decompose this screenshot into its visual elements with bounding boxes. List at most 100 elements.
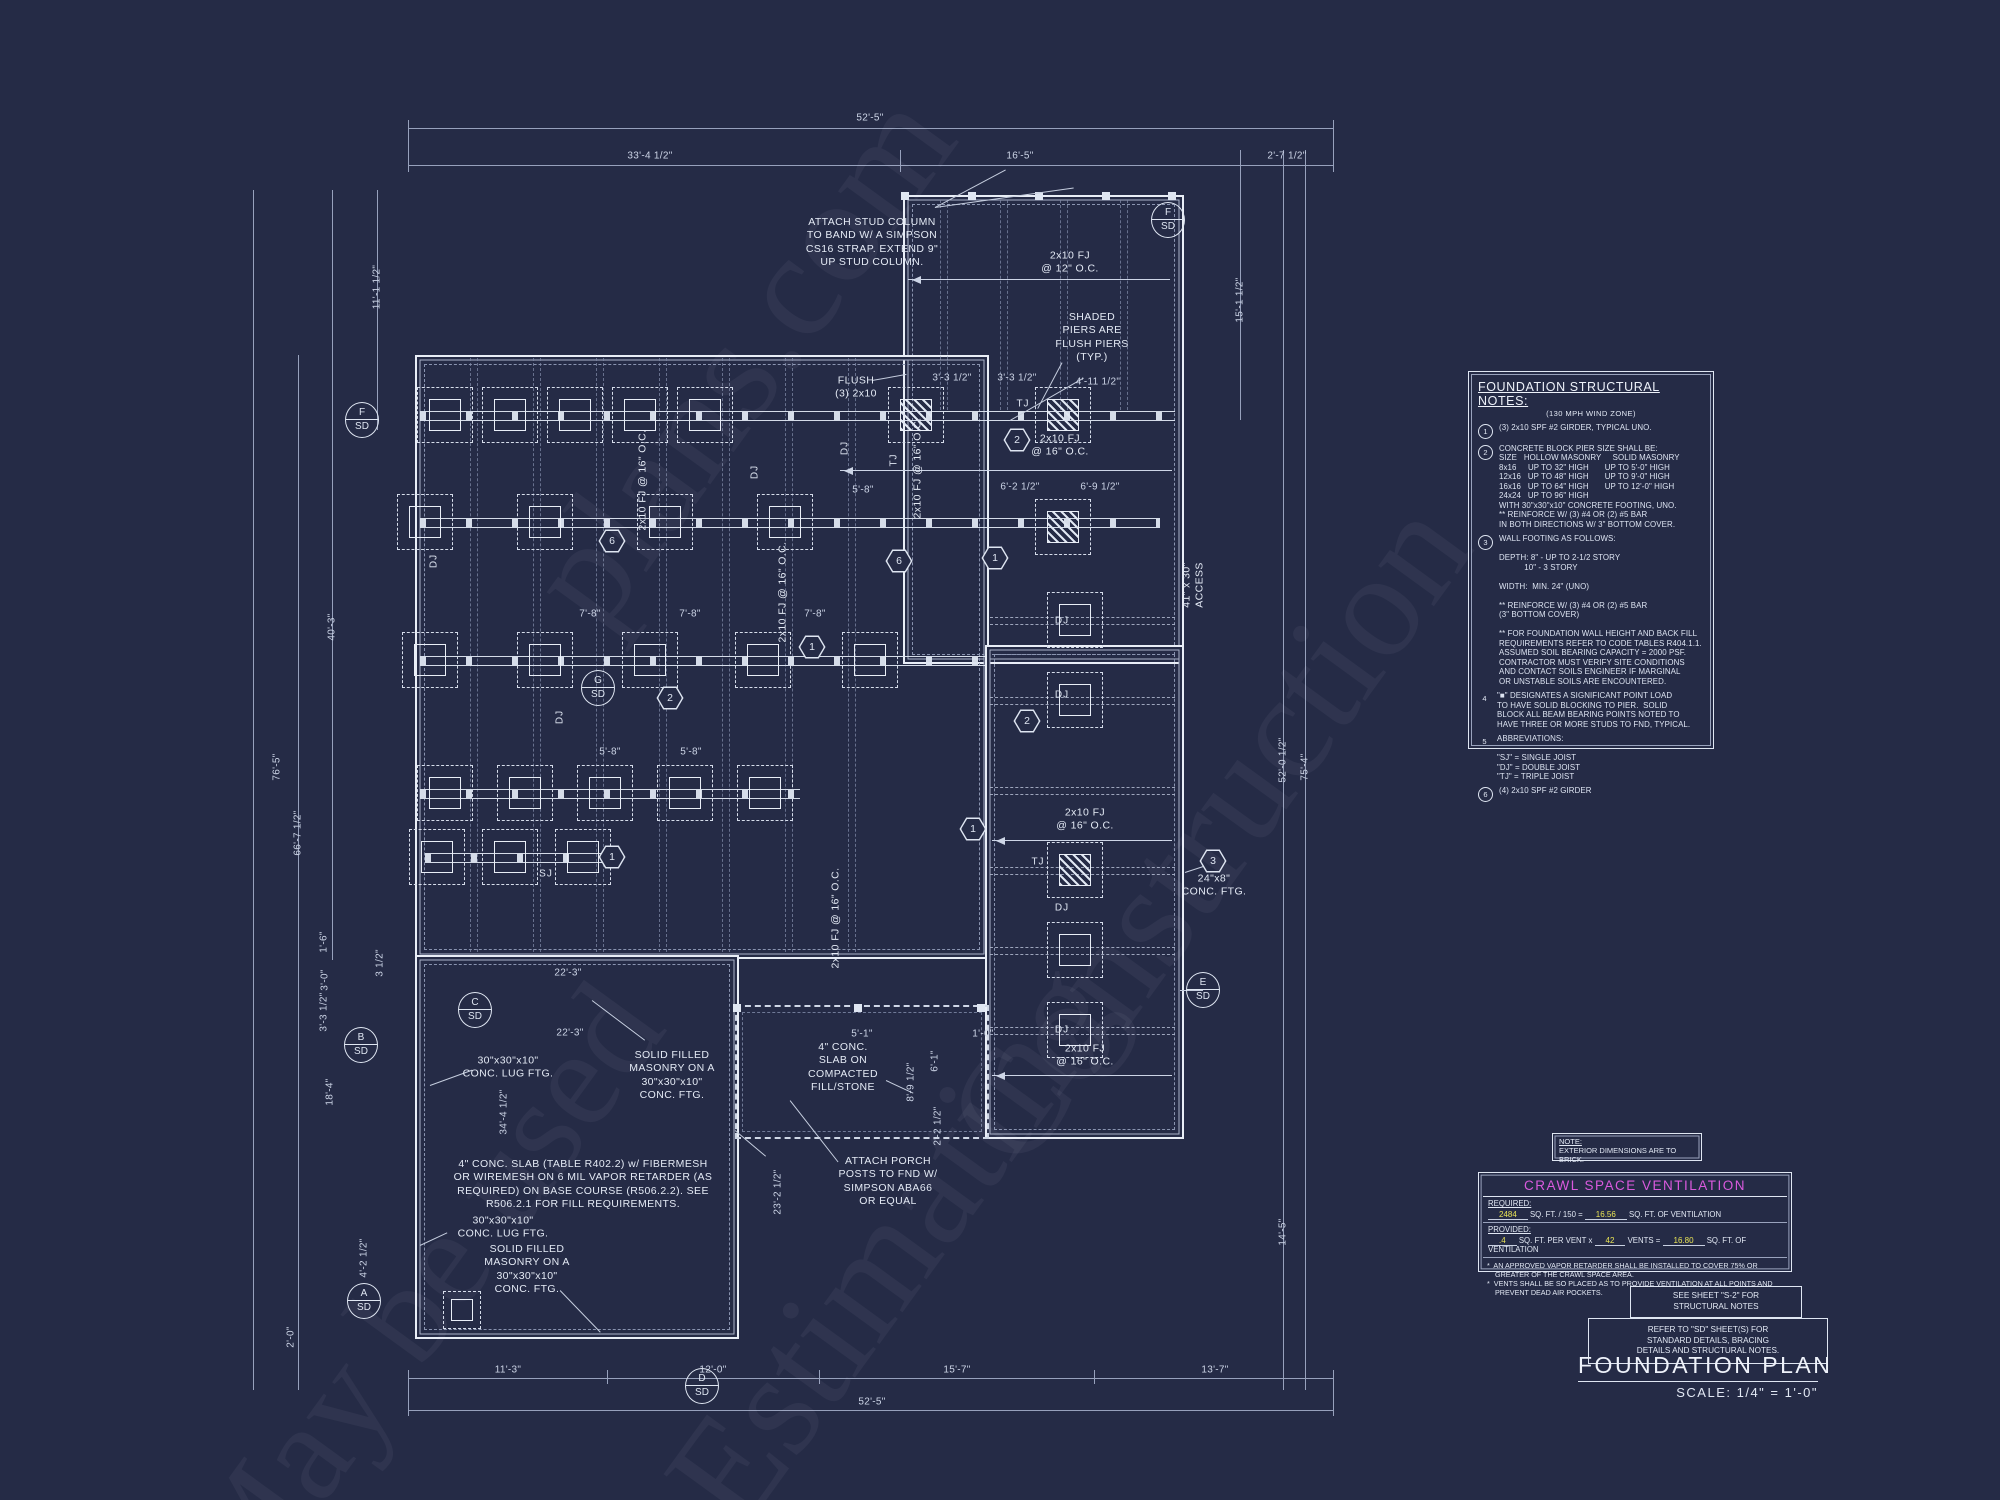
note-number: 1 — [1478, 424, 1493, 439]
dimension-line — [408, 1370, 409, 1416]
pier-core — [749, 777, 781, 809]
point-load-square — [1102, 192, 1110, 200]
joist-arrow — [840, 465, 1172, 476]
porch-post-square — [977, 1004, 985, 1012]
dimension-line — [1283, 150, 1284, 1390]
pier-core — [1059, 934, 1091, 966]
note-item: 3 WALL FOOTING AS FOLLOWS: DEPTH: 8" - U… — [1478, 534, 1704, 686]
pier — [409, 829, 465, 885]
dimension-line — [298, 355, 299, 1390]
note-item: 4 "■" DESIGNATES A SIGNIFICANT POINT LOA… — [1478, 691, 1704, 729]
pier — [497, 765, 553, 821]
pier — [1035, 387, 1091, 443]
note-number: 2 — [1478, 445, 1493, 460]
pier — [517, 632, 573, 688]
pier — [1047, 592, 1103, 648]
joist-strip — [1000, 200, 1008, 410]
dimension-label: 2'-0" — [285, 1326, 297, 1348]
joist-tag: DJ — [1054, 902, 1070, 914]
joist-tag: DJ — [839, 440, 851, 456]
annotation: SOLID FILLED MASONRY ON A 30"x30"x10" CO… — [629, 1049, 715, 1102]
pier-core — [529, 506, 561, 538]
keynote-number: 1 — [609, 851, 615, 863]
refer-sd-box: REFER TO "SD" SHEET(S) FOR STANDARD DETA… — [1588, 1318, 1828, 1364]
marker-sheet: SD — [354, 1046, 368, 1057]
dimension-label: 14'-5" — [1277, 1218, 1289, 1246]
dimension-label: 8'-9 1/2" — [905, 1062, 917, 1102]
double-joist-line — [990, 697, 1175, 705]
pier-core — [567, 841, 599, 873]
dimension-line — [1333, 120, 1334, 172]
annotation: 41" x 30" ACCESS — [1180, 562, 1206, 608]
dimension-label: 7'-8" — [579, 608, 601, 620]
provided-tail: SQ. FT. OF VENTILATION — [1488, 1236, 1747, 1254]
pier — [757, 494, 813, 550]
required-area-value: 2484 — [1488, 1210, 1528, 1220]
note-number: 5 — [1482, 737, 1487, 747]
dimension-label: 52'-5" — [856, 112, 884, 124]
pier — [397, 494, 453, 550]
porch-post-square — [733, 1004, 741, 1012]
joist-tag: TJ — [1031, 856, 1045, 868]
point-load-square — [1168, 192, 1176, 200]
pier — [417, 387, 473, 443]
marker-letter: B — [357, 1031, 365, 1043]
pier — [402, 632, 458, 688]
keynote-hex: 2 — [1003, 428, 1031, 452]
dimension-line — [1333, 1370, 1334, 1416]
dimension-label: 2'-2 1/2" — [932, 1106, 944, 1146]
pier — [888, 387, 944, 443]
provided-total: 16.80 — [1662, 1236, 1705, 1246]
pier — [1047, 1002, 1103, 1058]
pier-core — [649, 506, 681, 538]
pier — [612, 387, 668, 443]
provided-formula: SQ. FT. PER VENT x — [1518, 1236, 1593, 1245]
joist-arrow — [992, 1070, 1172, 1081]
dimension-label: 5'-1" — [851, 1028, 873, 1040]
pier-core — [589, 777, 621, 809]
dimension-line — [819, 1370, 820, 1384]
keynote-hex: 6 — [885, 549, 913, 573]
ventilation-title: CRAWL SPACE VENTILATION — [1483, 1176, 1787, 1197]
joist-tag: DJ — [749, 464, 761, 480]
ventilation-table: CRAWL SPACE VENTILATION REQUIRED: 2484 S… — [1478, 1172, 1792, 1297]
annotation: 2x10 FJ @ 16" O.C. — [911, 417, 924, 519]
dimension-label: 15'-1 1/2" — [1234, 277, 1246, 323]
dimension-label: 12'-0" — [699, 1364, 727, 1376]
pier-core — [1059, 854, 1091, 886]
keynote-number: 2 — [1024, 715, 1030, 727]
dimension-line — [408, 120, 409, 172]
dimension-label: 2'-7 1/2" — [1267, 150, 1307, 162]
ventilation-bullets: * AN APPROVED VAPOR RETARDER SHALL BE IN… — [1487, 1261, 1773, 1297]
pier-core — [559, 399, 591, 431]
joist-strip — [1120, 200, 1128, 410]
marker-sheet: SD — [695, 1387, 709, 1398]
notes-subtitle: (130 MPH WIND ZONE) — [1546, 409, 1636, 418]
pier-core — [509, 777, 541, 809]
note-text: (3) 2x10 SPF #2 GIRDER, TYPICAL UNO. — [1499, 423, 1652, 432]
pier — [547, 387, 603, 443]
dimension-label: 75'-4" — [1299, 753, 1311, 781]
dimension-line — [1094, 1370, 1095, 1384]
dimension-line — [253, 190, 254, 1390]
dimension-label: 6'-2 1/2" — [1000, 481, 1040, 493]
keynote-hex: 1 — [598, 845, 626, 869]
dimension-label: 5'-8" — [599, 746, 621, 758]
annotation: 2x10 FJ @ 16" O.C. — [829, 867, 842, 969]
note-text: WALL FOOTING AS FOLLOWS: DEPTH: 8" - UP … — [1499, 534, 1702, 686]
keynote-hex: 2 — [656, 686, 684, 710]
pier — [1047, 842, 1103, 898]
dimension-label: 11'-1 1/2" — [371, 264, 383, 310]
annotation: ATTACH STUD COLUMN TO BAND W/ A SIMPSON … — [805, 216, 939, 269]
provided-per-vent: .4 — [1488, 1236, 1517, 1246]
dimension-line — [332, 190, 333, 960]
marker-sheet: SD — [1161, 221, 1175, 232]
joist-strip — [470, 358, 478, 952]
marker-letter: C — [471, 996, 479, 1008]
provided-count: 42 — [1594, 1236, 1626, 1246]
double-joist-line — [990, 787, 1175, 795]
drawing-title: FOUNDATION PLAN — [1578, 1352, 1830, 1382]
